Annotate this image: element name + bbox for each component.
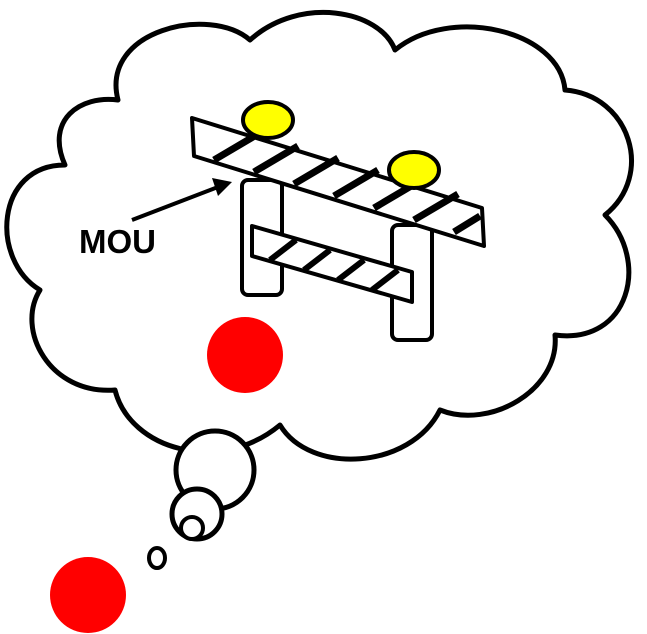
red-dot-outside: [50, 557, 126, 633]
arrow-to-barrier: [131, 178, 232, 222]
thought-trail: [147, 428, 257, 570]
barrier-top-rail: [190, 116, 486, 248]
thought-circle-tiny: [147, 546, 167, 570]
barrier-lamp-right: [387, 150, 441, 190]
red-dot-inside: [207, 317, 283, 393]
barrier-bottom-rail: [250, 224, 414, 304]
barrier-label: MOU: [79, 223, 156, 260]
barrier-lamp-left: [241, 100, 295, 140]
thought-circle-small: [179, 515, 205, 541]
arrow-head: [212, 178, 232, 196]
barrier-icon: [190, 100, 486, 342]
thought-cloud: [4, 9, 634, 462]
